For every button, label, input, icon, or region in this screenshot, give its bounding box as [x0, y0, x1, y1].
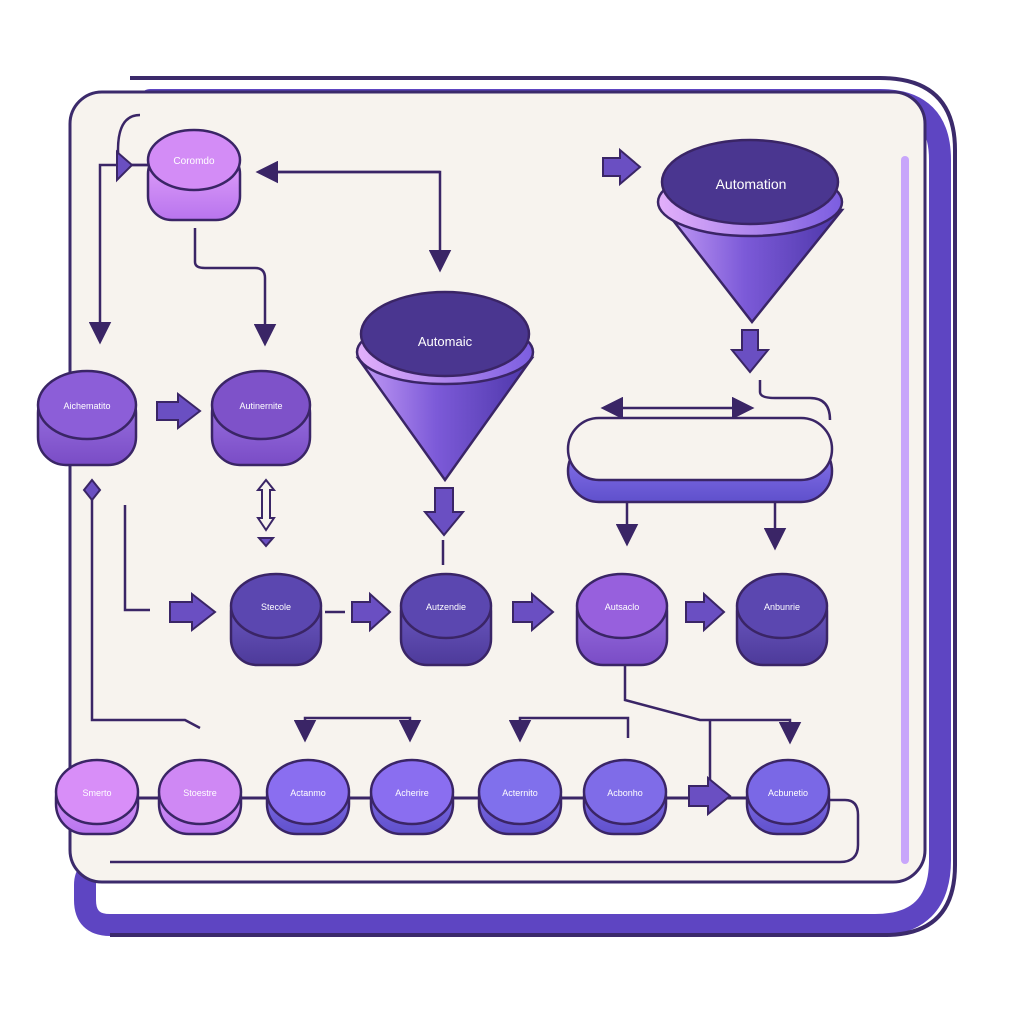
left-node-1[interactable]: Aichematito — [36, 369, 138, 467]
left-node-1-label: Aichematito — [63, 401, 110, 411]
block-arrow-right-1 — [602, 147, 642, 187]
bottom-node-5[interactable]: Acternito — [477, 758, 563, 836]
panel-frame — [68, 76, 957, 937]
block-arrow-right-5 — [512, 591, 555, 633]
funnel-right-label: Automation — [716, 176, 787, 192]
funnel-center-label: Automaic — [418, 334, 473, 349]
block-arrow-right-2 — [156, 391, 202, 431]
bottom-node-1[interactable]: Smerto — [54, 758, 140, 836]
middle-node-4[interactable]: Anbunrie — [735, 572, 829, 667]
process-bar — [566, 416, 834, 504]
block-arrow-updown — [255, 478, 277, 532]
bottom-node-7[interactable]: Acbunetio — [745, 758, 831, 836]
left-node-2[interactable]: Autinernite — [210, 369, 312, 467]
connector-left-to-middle — [123, 505, 150, 612]
top-node[interactable]: Coromdo — [146, 128, 242, 222]
bottom-row: Smerto Stoestre Actanmo Acherire Acternito Ac… — [54, 758, 831, 836]
small-arrow-top — [116, 149, 134, 183]
middle-node-2-label: Autzendie — [426, 602, 466, 612]
panel-surface — [68, 90, 927, 884]
connector-top-node-down — [193, 228, 277, 347]
bottom-node-2-label: Stoestre — [183, 788, 217, 798]
bottom-node-3[interactable]: Actanmo — [265, 758, 351, 836]
small-diamond — [82, 478, 102, 502]
block-arrow-right-4 — [351, 591, 392, 633]
middle-node-2[interactable]: Autzendie — [399, 572, 493, 667]
small-arrow-down — [256, 537, 276, 548]
left-node-2-label: Autinernite — [239, 401, 282, 411]
connector-left-to-bottom — [90, 490, 201, 730]
bottom-node-4-label: Acherire — [395, 788, 429, 798]
connector-bottom-return — [110, 798, 860, 864]
frame-outline — [110, 76, 957, 937]
bottom-node-1-label: Smerto — [82, 788, 111, 798]
middle-node-4-label: Anbunrie — [764, 602, 800, 612]
bottom-node-4[interactable]: Acherire — [369, 758, 455, 836]
middle-node-1-label: Stecole — [261, 602, 291, 612]
bottom-node-7-label: Acbunetio — [768, 788, 808, 798]
bottom-node-2[interactable]: Stoestre — [157, 758, 243, 836]
connector-bottom-bracket-1 — [293, 716, 422, 743]
connector-bottom-bracket-2 — [508, 716, 630, 743]
funnel-center: Automaic — [355, 290, 535, 483]
funnel-center-mouth — [359, 290, 531, 378]
top-node-label: Coromdo — [173, 156, 215, 167]
connector-right-loop — [758, 380, 832, 421]
bottom-node-3-label: Actanmo — [290, 788, 326, 798]
funnel-right: Automation — [656, 138, 845, 325]
block-arrow-right-3 — [169, 591, 217, 633]
bottom-node-6-label: Acbonho — [607, 788, 643, 798]
block-arrow-down-1 — [422, 487, 466, 537]
process-bar-top — [566, 416, 834, 482]
bottom-node-5-label: Acternito — [502, 788, 538, 798]
funnel-right-mouth — [660, 138, 840, 226]
block-arrow-right-7 — [688, 775, 732, 817]
middle-node-3-label: Autsaclo — [605, 602, 640, 612]
connector-middle-to-bottom — [623, 660, 802, 745]
middle-node-1[interactable]: Stecole — [229, 572, 323, 667]
middle-row: Stecole Autzendie Autsaclo Anbunrie — [229, 572, 829, 667]
block-arrow-down-2 — [729, 329, 771, 374]
block-arrows — [82, 147, 771, 817]
bottom-node-6[interactable]: Acbonho — [582, 758, 668, 836]
middle-node-3[interactable]: Autsaclo — [575, 572, 669, 667]
block-arrow-right-6 — [685, 591, 726, 633]
